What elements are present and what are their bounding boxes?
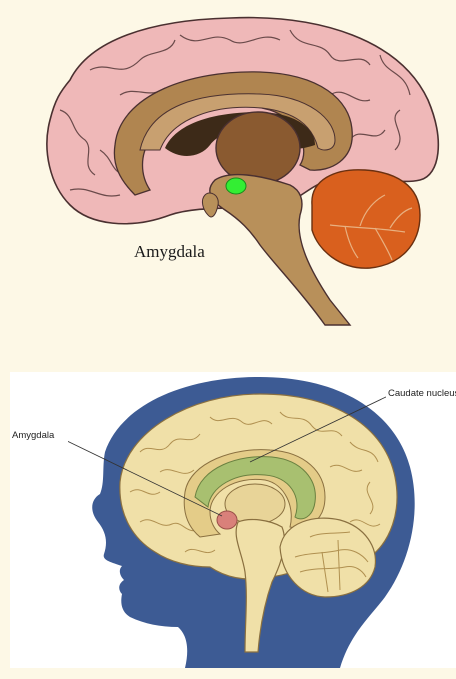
caudate-label: Caudate nucleus: [388, 388, 456, 399]
cerebellum: [312, 170, 420, 268]
amygdala-highlight: [226, 178, 246, 194]
amygdala-label: Amygdala: [134, 242, 205, 261]
bottom-head-svg: Amygdala Caudate nucleus: [10, 372, 456, 668]
amygdala-highlight: [217, 511, 237, 529]
thalamus: [216, 112, 300, 184]
bottom-head-diagram: Amygdala Caudate nucleus: [10, 372, 456, 668]
top-brain-svg: Amygdala: [0, 0, 456, 340]
top-brain-diagram: Amygdala: [0, 0, 456, 340]
amygdala-label: Amygdala: [12, 430, 55, 441]
pituitary: [202, 193, 218, 217]
